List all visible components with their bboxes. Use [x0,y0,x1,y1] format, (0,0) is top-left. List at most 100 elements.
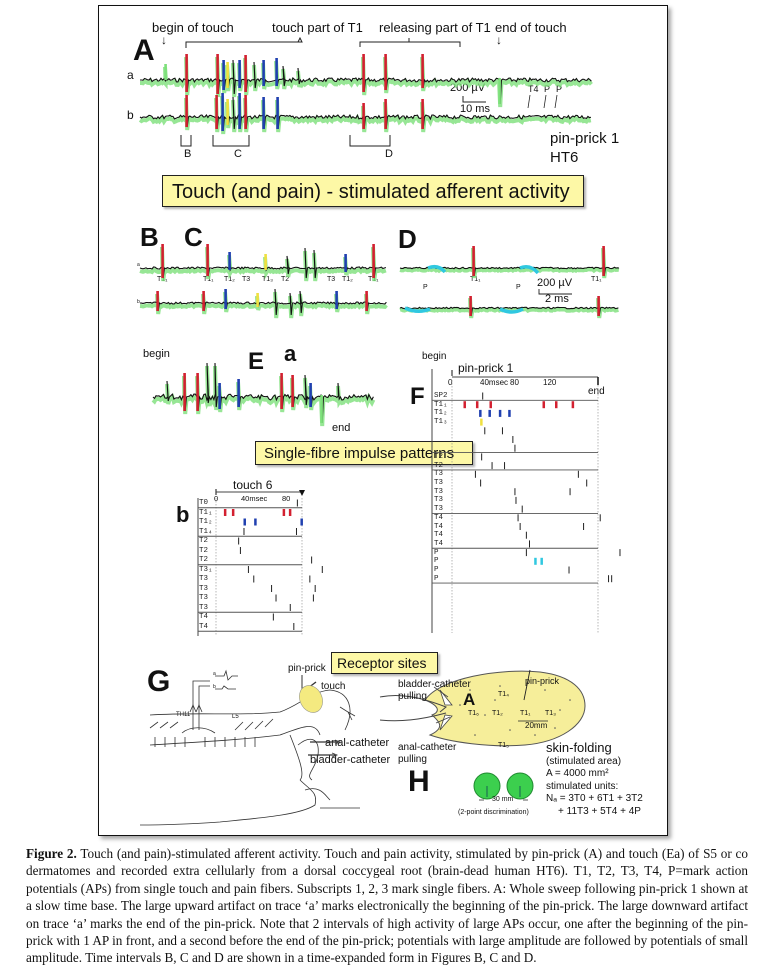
panels-bcd-traces [139,243,620,319]
panel-eb-raster [197,489,323,636]
h-2point-label: (2-point discrimination) [458,809,529,816]
panel-g-letter: G [147,665,171,698]
raster-spike [480,418,483,426]
f-spikes [463,392,621,583]
panel-e-sub-letter: a [284,341,297,366]
raster-row-label: T3 [199,594,209,602]
raster-spike [608,575,610,583]
eb-end-marker [299,490,305,496]
pain-potential [404,306,431,313]
releasing-part-bracket [359,38,461,47]
g-a-label: a [213,671,216,677]
panel-a-letter: A [133,34,155,67]
f-tick-120: 120 [543,378,557,387]
h-area-value: A = 4000 mm² [546,768,609,779]
unit-label-d-4: T1₁ [591,276,602,283]
raster-spike [515,496,517,504]
pain-potential [427,264,447,274]
trace-b [138,92,592,135]
f-separators [432,399,598,584]
recording-title: pin-prick 1 [550,130,620,147]
unit-label-c-4: T1₃ [262,276,274,283]
h-anal-pull-label: anal-catheter pulling [398,742,456,766]
h-formula-line-1: Nₐ = 3T0 + 6T1 + 3T2 [546,793,643,804]
f-tick-40: 40msec [480,378,509,387]
begin-arrow-icon: ↓ [161,33,167,47]
raster-spike [568,566,570,574]
raster-spike [481,453,483,461]
figure-caption: Figure 2. Touch (and pain)-stimulated af… [26,845,748,967]
raster-row-label: P [434,557,439,566]
h-bladder-pull-line-2: pulling [398,691,427,702]
raster-spike [555,401,558,409]
h-pinprick-label: pin-prick [525,676,560,686]
raster-spike [311,556,313,564]
interval-d-bracket [349,135,391,147]
trace-bcd-b [139,288,388,319]
touch-part-label: touch part of T1 [272,20,363,35]
g-bladder-catheter-label: bladder-catheter [310,754,391,766]
h-skin-folding-label: skin-folding [546,740,612,755]
h-area-letter: A [463,690,476,709]
unit-label-c-5: T2 [281,276,290,283]
raster-spike [586,479,588,487]
caption-label: Figure 2. [26,846,77,861]
f-tick-0: 0 [448,378,453,387]
raster-spike [529,540,530,548]
end-of-touch-label: end of touch [495,20,567,35]
raster-row-label: T1₂ [434,409,448,418]
raster-spike [525,531,527,539]
panel-e-trace [151,362,376,427]
raster-spike [501,427,503,435]
raster-row-label: T4 [434,539,444,548]
raster-spike [489,401,492,409]
releasing-part-label: releasing part of T1 [379,20,491,35]
raster-spike [275,594,277,602]
trace-line [399,295,619,317]
trace-line [139,288,387,316]
scale-time-a: 10 ms [460,103,490,115]
raster-spike [569,488,571,496]
g-spine-upper [149,689,351,731]
unit-label-c-2: T1₂ [224,276,235,283]
panel-e-end-label: end [332,422,351,434]
panel-c-letter: C [184,222,203,252]
scale-bar-a [462,96,486,103]
h-pull-leaders [433,686,451,724]
raster-spike [223,509,227,516]
caption-text: Touch (and pain)-stimulated afferent act… [26,846,748,966]
pain-potential [499,307,524,314]
panel-h-letter: H [408,765,430,798]
g-th11-label: TH11 [176,712,191,718]
h-unit-t1-3: T1₃ [545,710,557,717]
end-arrow-icon: ↓ [496,33,502,47]
g-l5-label: L5 [232,714,239,720]
h-anal-pull-arrow [439,714,453,731]
h-skin-diagram [379,669,586,801]
pain-potential [519,265,540,275]
trace-e [151,362,376,427]
banner-afferent-activity: Touch (and pain) - stimulated afferent a… [162,175,584,207]
h-bladder-pull-line-1: bladder-catheter [398,679,471,690]
interval-b-label: B [184,148,192,160]
trace-halo [399,297,619,319]
panel-d-letter: D [398,224,417,254]
g-anatomy-drawing [139,669,360,826]
raster-row-label: T1₁ [434,400,448,409]
interval-c-bracket [212,135,250,147]
panel-f-letter: F [410,383,425,410]
raster-row-label: T3 [434,487,444,496]
raster-spike [309,575,311,583]
h-pull-lines [379,694,447,722]
g-root-ganglion [181,727,216,734]
g-bladder-arrow [331,752,339,758]
raster-row-label: T0 [199,499,209,507]
h-unit-t1-2: T1₂ [492,710,503,717]
g-thigh-outline [304,788,331,801]
raster-row-label: P [434,566,439,574]
g-receptor-area [299,685,323,713]
raster-row-label: T3 [199,603,209,612]
g-b-label: b [213,684,216,690]
raster-spike [293,623,295,630]
h-stimulated-area-label: (stimulated area) [546,756,622,767]
